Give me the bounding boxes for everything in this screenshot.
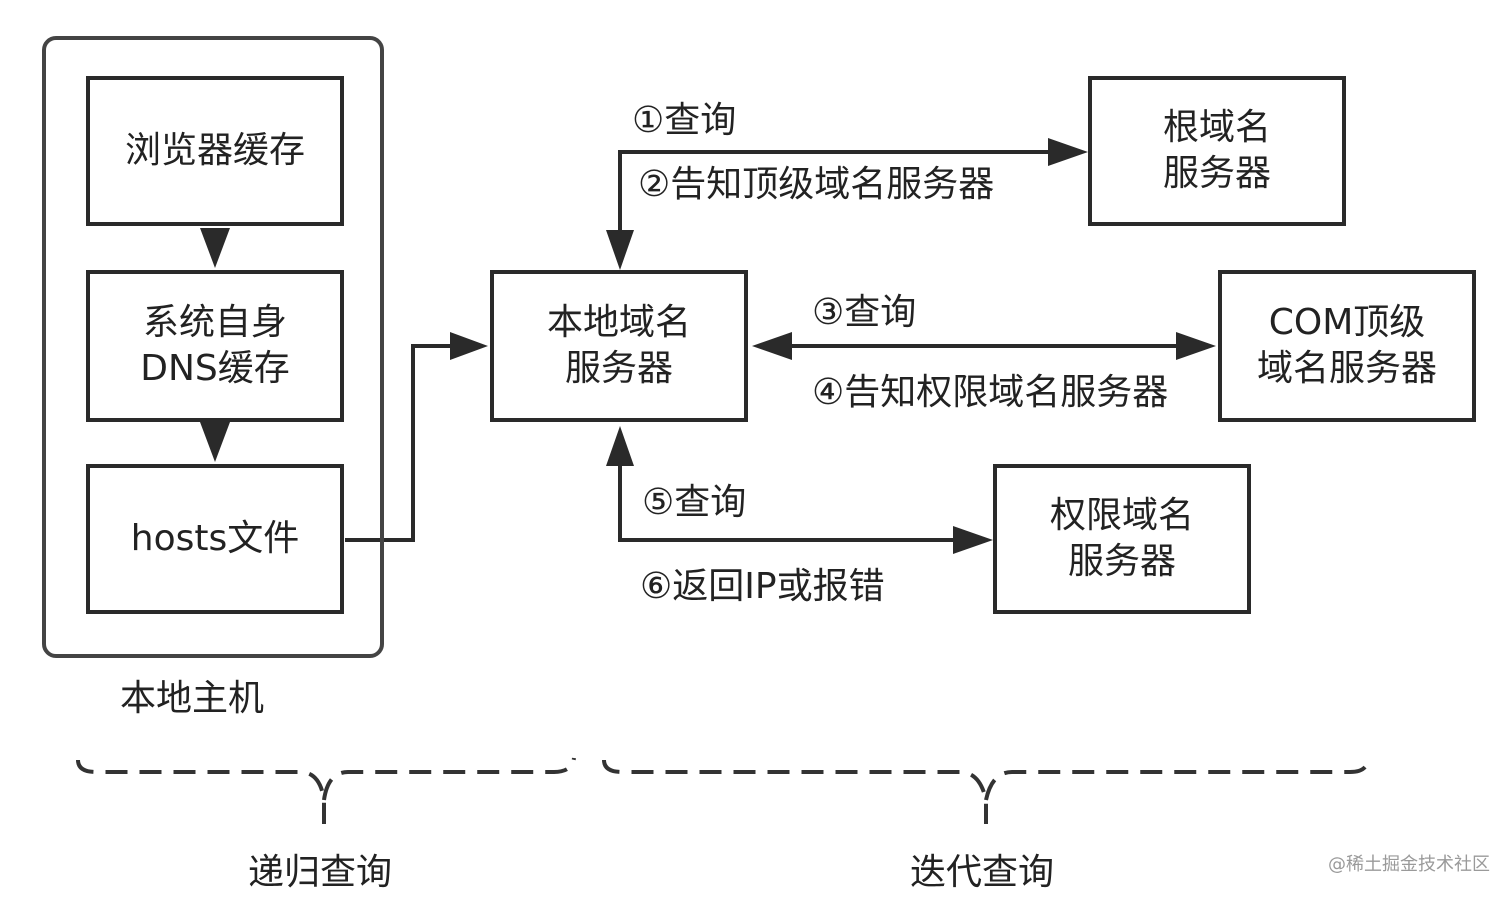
- iterative-query-caption: 迭代查询: [910, 852, 1055, 893]
- root-dns-server-box: 根域名 服务器: [1088, 76, 1346, 226]
- auth-query-line: [618, 464, 955, 542]
- cache-arrow-1: [200, 228, 230, 268]
- step-3-label: ③查询: [812, 292, 917, 333]
- step-6-label: ⑥返回IP或报错: [640, 566, 885, 607]
- system-dns-cache-box: 系统自身 DNS缓存: [86, 270, 344, 422]
- authoritative-dns-server-box: 权限域名 服务器: [993, 464, 1251, 614]
- recursive-brace: [76, 757, 576, 824]
- browser-cache-box: 浏览器缓存: [86, 76, 344, 226]
- root-query-arrowhead: [1048, 138, 1088, 166]
- auth-query-arrowhead: [953, 526, 993, 554]
- auth-reply-arrowhead: [606, 426, 634, 466]
- step-2-label: ②告知顶级域名服务器: [638, 164, 995, 205]
- local-host-caption: 本地主机: [120, 678, 265, 719]
- hosts-file-box: hosts文件: [86, 464, 344, 614]
- hosts-to-local-dns-line: [345, 344, 450, 542]
- local-dns-server-box: 本地域名 服务器: [490, 270, 748, 422]
- step-4-label: ④告知权限域名服务器: [812, 372, 1169, 413]
- cache-arrow-2: [200, 422, 230, 462]
- watermark: @稀土掘金技术社区: [1328, 854, 1490, 875]
- step-1-label: ①查询: [632, 100, 737, 141]
- recursive-query-caption: 递归查询: [248, 852, 393, 893]
- com-tld-dns-server-box: COM顶级 域名服务器: [1218, 270, 1476, 422]
- tld-reply-arrowhead: [752, 332, 792, 360]
- step-5-label: ⑤查询: [642, 482, 747, 523]
- root-reply-arrowhead: [606, 230, 634, 270]
- tld-query-arrowhead: [1176, 332, 1216, 360]
- iterative-brace: [602, 757, 1370, 824]
- root-query-line: [618, 150, 1050, 232]
- hosts-to-local-dns-arrowhead: [450, 332, 488, 360]
- local-host-frame: [42, 36, 384, 658]
